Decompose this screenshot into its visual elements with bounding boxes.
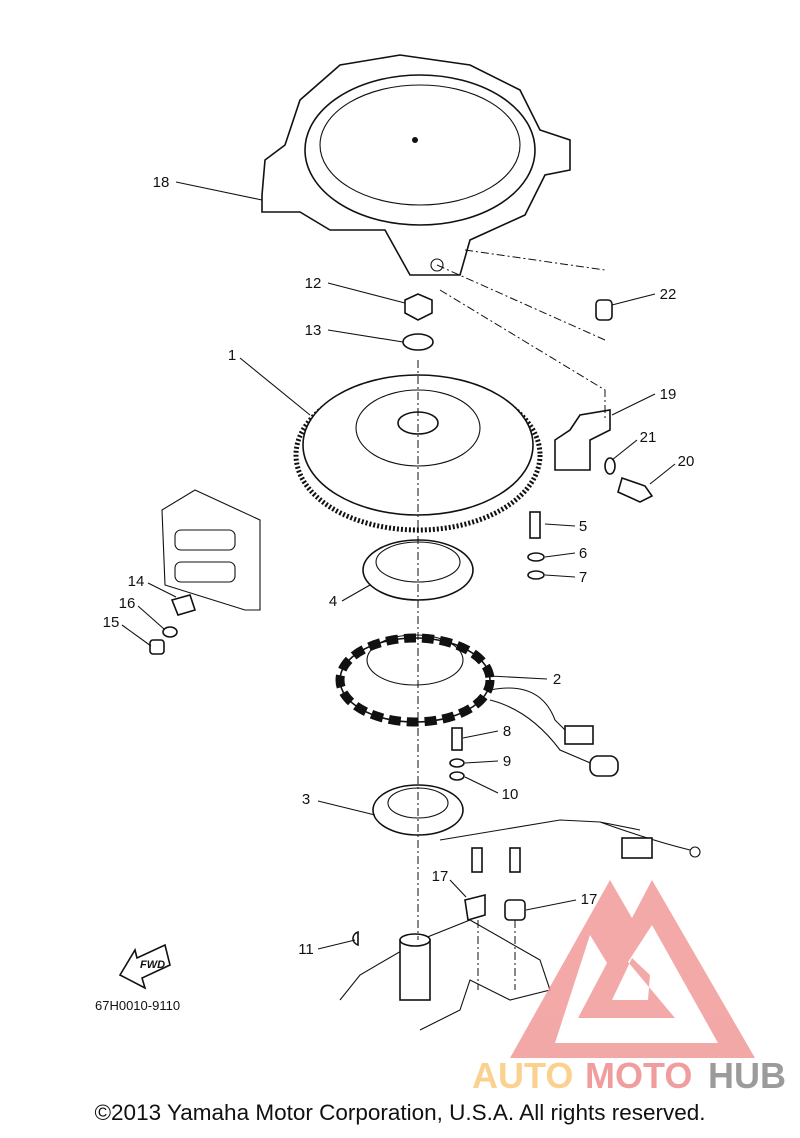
flywheel-cover	[261, 54, 571, 276]
fwd-arrow-icon: FWD	[118, 943, 171, 990]
bolt-20	[617, 476, 654, 503]
callout-15: 15	[103, 614, 120, 631]
callout-21: 21	[640, 429, 657, 446]
block-17b	[504, 899, 526, 921]
callout-16: 16	[119, 595, 136, 612]
callout-8: 8	[503, 723, 511, 740]
washer-6	[527, 552, 545, 562]
washer-10	[449, 771, 465, 781]
callout-14: 14	[128, 573, 145, 590]
callout-12: 12	[305, 275, 322, 292]
callout-7: 7	[579, 569, 587, 586]
bracket	[554, 409, 611, 471]
callout-1: 1	[228, 347, 236, 364]
leader-lines	[121, 181, 676, 950]
callout-17a: 17	[432, 868, 449, 885]
copyright-footer: ©2013 Yamaha Motor Corporation, U.S.A. A…	[94, 1100, 706, 1125]
washer-9	[449, 758, 465, 768]
callout-13: 13	[305, 322, 322, 339]
callout-9: 9	[503, 753, 511, 770]
engine-body-fragment	[149, 489, 261, 655]
automotohub-watermark-logo: AUTO MOTO HUB	[472, 880, 786, 1096]
diagram-code: 67H0010-9110	[95, 998, 180, 1013]
nut	[404, 293, 433, 321]
bolt-17a	[471, 847, 483, 873]
callout-5: 5	[579, 518, 587, 535]
block-17a	[464, 893, 486, 922]
callout-18: 18	[153, 174, 170, 191]
callout-3: 3	[302, 791, 310, 808]
stator	[335, 633, 619, 777]
callout-6: 6	[579, 545, 587, 562]
callout-4: 4	[329, 593, 337, 610]
callout-numbers: 1 2 3 4 5 6 7 8 9 10 11 12 13 14 15 16 1…	[103, 174, 695, 958]
washer	[402, 333, 434, 351]
callout-22: 22	[660, 286, 677, 303]
washer-21	[604, 457, 616, 475]
pulser-coil	[372, 784, 701, 859]
bolt-17b	[509, 847, 521, 873]
bolt-5	[529, 511, 541, 539]
callout-17b: 17	[581, 891, 598, 908]
grommet	[595, 299, 613, 321]
bolt-8	[451, 727, 463, 751]
watermark-auto: AUTO	[472, 1055, 573, 1096]
watermark-hub: HUB	[708, 1055, 786, 1096]
callout-10: 10	[502, 786, 519, 803]
callout-20: 20	[678, 453, 695, 470]
watermark-moto: MOTO	[585, 1055, 692, 1096]
crankcase-fragment	[339, 919, 551, 1031]
fwd-label: FWD	[140, 959, 165, 971]
washer-7	[527, 570, 545, 580]
callout-19: 19	[660, 386, 677, 403]
callout-2: 2	[553, 671, 561, 688]
callout-11: 11	[298, 941, 314, 958]
